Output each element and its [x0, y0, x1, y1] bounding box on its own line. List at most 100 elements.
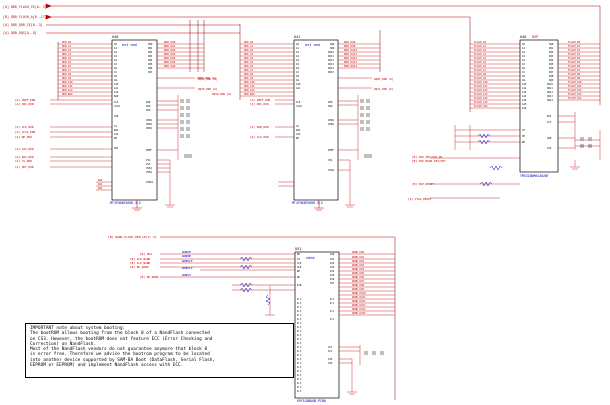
svg-text:A12: A12 [522, 91, 527, 94]
svg-text:DDR_A2: DDR_A2 [62, 48, 72, 52]
chip-2-part: MT47H64M16HR-3:G [292, 201, 323, 205]
svg-text:IO2: IO2 [330, 262, 335, 265]
svg-text:CE: CE [297, 258, 300, 261]
svg-text:DDR_A3: DDR_A3 [62, 52, 72, 56]
svg-text:N.C: N.C [297, 346, 302, 349]
svg-text:FLASH_A6: FLASH_A6 [474, 64, 487, 68]
svg-text:DDR_A0: DDR_A0 [244, 40, 254, 44]
svg-text:A5: A5 [522, 63, 525, 66]
boot-note-line: into another device supported by SAM-BA … [30, 357, 216, 363]
chip-4-left-nets: [B] SDA [B] ALE_NAND [B] CLE_NAND [B] RE… [130, 252, 159, 279]
svg-text:DDR_A10: DDR_A10 [62, 80, 73, 84]
svg-text:IO3: IO3 [330, 266, 335, 269]
svg-text:N.C: N.C [297, 342, 302, 345]
svg-text:FLASH_A8: FLASH_A8 [474, 72, 487, 76]
svg-text:N.C: N.C [330, 298, 335, 301]
svg-text:N.C: N.C [330, 310, 335, 313]
svg-text:A5: A5 [114, 63, 117, 66]
svg-text:ODT: ODT [114, 147, 119, 150]
svg-text:A4: A4 [522, 59, 525, 62]
svg-text:A6: A6 [296, 67, 299, 70]
global-net-lines [45, 3, 600, 34]
chip-3-body [519, 39, 559, 173]
svg-text:RST: RST [547, 115, 552, 118]
svg-text:N.C: N.C [297, 370, 302, 373]
chip-1-ref: U40 [112, 35, 118, 39]
chip-2-pins-right [338, 43, 380, 89]
chip-3-resistors [477, 133, 503, 187]
svg-text:DDR_A0: DDR_A0 [62, 40, 72, 44]
svg-text:BA0: BA0 [98, 179, 103, 182]
svg-text:DDR_DQ0: DDR_DQ0 [164, 40, 176, 44]
svg-text:NAND_DQ2: NAND_DQ2 [352, 259, 365, 263]
svg-text:DQ5: DQ5 [148, 63, 153, 66]
svg-text:[A] CLK_DDR: [A] CLK_DDR [15, 125, 34, 129]
svg-text:N.C: N.C [297, 306, 302, 309]
svg-text:FLASH_D11: FLASH_D11 [568, 84, 582, 88]
svg-text:A7: A7 [114, 71, 117, 74]
svg-text:VSS: VSS [146, 159, 151, 162]
svg-text:N.C: N.C [297, 366, 302, 369]
chip-1-name: ext cmd [122, 43, 137, 47]
svg-text:DDR_A6: DDR_A6 [62, 64, 72, 68]
svg-text:DDR_DQ3: DDR_DQ3 [164, 52, 176, 56]
svg-text:A9: A9 [296, 79, 299, 82]
svg-text:N.C: N.C [297, 386, 302, 389]
svg-text:FLASH_A12: FLASH_A12 [474, 88, 488, 92]
chip-4-left-lines [160, 253, 295, 316]
svg-text:VREF: VREF [328, 149, 334, 152]
svg-text:CAS: CAS [114, 133, 119, 136]
svg-text:DQ15: DQ15 [328, 71, 334, 74]
svg-text:N.C: N.C [330, 302, 335, 305]
chip-4-resistors [239, 256, 271, 306]
svg-text:FLASH_A15: FLASH_A15 [474, 100, 488, 104]
chip-3-ref: U46 [520, 35, 526, 39]
svg-text:A3: A3 [296, 55, 299, 58]
svg-text:[A] WE_DDR: [A] WE_DDR [15, 135, 32, 139]
svg-text:A8: A8 [114, 75, 117, 78]
svg-text:A10: A10 [296, 83, 301, 86]
svg-text:NANDOE: NANDOE [182, 250, 192, 254]
svg-text:DDR_DQ11: DDR_DQ11 [344, 52, 357, 56]
svg-text:A0: A0 [114, 43, 117, 46]
svg-text:DQ2: DQ2 [549, 51, 554, 54]
svg-text:FLASH_A3: FLASH_A3 [474, 52, 487, 56]
svg-text:DDR_A11: DDR_A11 [244, 84, 255, 88]
svg-text:DDR_A9: DDR_A9 [62, 76, 72, 80]
svg-text:DQ4: DQ4 [148, 59, 153, 62]
chip-2-name: ext cmd [305, 43, 320, 47]
svg-text:IO4: IO4 [330, 270, 335, 273]
svg-text:A6: A6 [114, 67, 117, 70]
svg-text:FLASH_D1: FLASH_D1 [568, 44, 581, 48]
boot-note-line: The bootROM allows booting from the bloc… [30, 331, 210, 337]
svg-text:A9: A9 [114, 79, 117, 82]
svg-text:[A] DQS_DDR: [A] DQS_DDR [250, 102, 269, 106]
chip-4-name: nAnd [306, 256, 314, 260]
boot-note-line: on CS3. However, the bootROM does not fe… [30, 336, 213, 342]
svg-text:RAS: RAS [114, 129, 119, 132]
svg-text:DDR_DQ13: DDR_DQ13 [344, 60, 357, 64]
svg-text:NAND_DQ14: NAND_DQ14 [352, 307, 366, 311]
svg-text:VSS: VSS [328, 159, 333, 162]
svg-text:FLASH_D2: FLASH_D2 [568, 48, 581, 52]
svg-text:FLASH_A11: FLASH_A11 [474, 84, 488, 88]
svg-text:VSSQ: VSSQ [328, 169, 334, 172]
boot-note-line: Correction) on NandFlash. [30, 341, 97, 347]
svg-text:FLASH_A5: FLASH_A5 [474, 60, 487, 64]
svg-text:FLASH_A2: FLASH_A2 [474, 48, 487, 52]
svg-text:A5: A5 [296, 63, 299, 66]
svg-text:A8: A8 [296, 75, 299, 78]
svg-text:DQ8: DQ8 [330, 43, 335, 46]
svg-text:VCC: VCC [328, 350, 333, 353]
svg-text:VSSQ: VSSQ [146, 171, 152, 174]
svg-text:DQ5: DQ5 [549, 63, 554, 66]
svg-text:[A] ODT_DDR: [A] ODT_DDR [15, 165, 34, 169]
svg-text:N.C: N.C [297, 354, 302, 357]
svg-text:VCC: VCC [328, 346, 333, 349]
svg-text:nCLK: nCLK [114, 105, 120, 108]
svg-text:A3: A3 [522, 55, 525, 58]
